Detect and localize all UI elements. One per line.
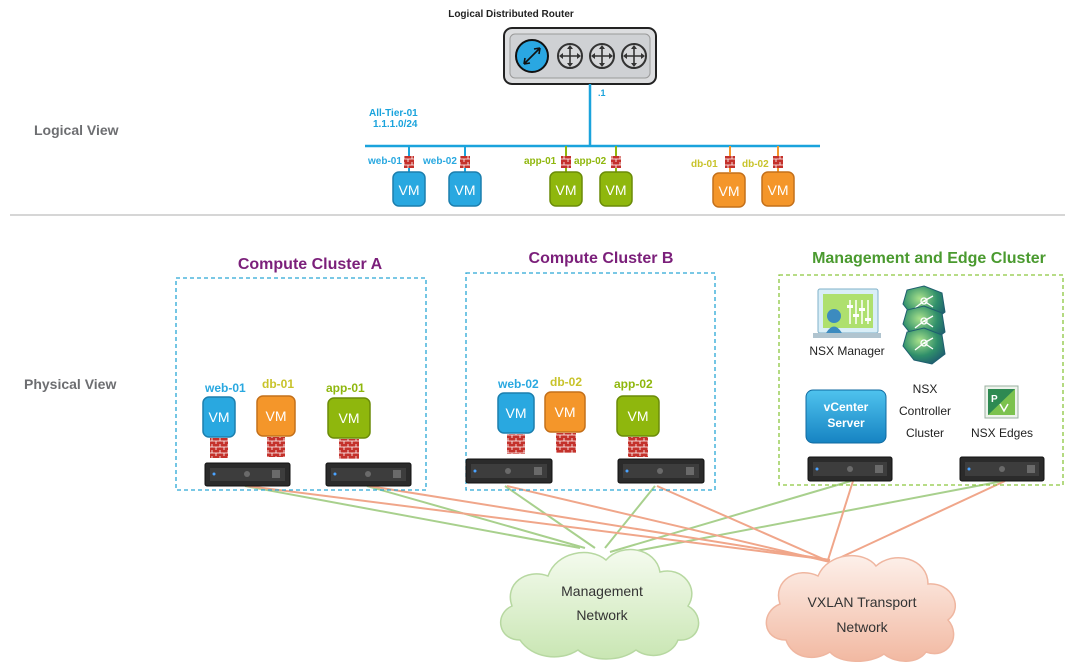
vm-app-01[interactable]: VM: [327, 397, 371, 439]
vm-label-db-02: db-02: [550, 375, 582, 389]
firewall-icon: [773, 156, 783, 168]
svg-text:VM: VM: [556, 182, 577, 198]
router-port-icon: [589, 43, 615, 69]
router-port-icon: [621, 43, 647, 69]
vm-label-app-01: app-01: [326, 381, 365, 395]
vm-label-db-01: db-01: [262, 377, 294, 391]
firewall-icon: [556, 433, 576, 453]
vxlan-network-label-2: Network: [836, 619, 888, 635]
firewall-icon: [339, 439, 359, 459]
svg-text:P: P: [991, 394, 998, 405]
management-network-links: [244, 480, 1004, 556]
vm-web-02[interactable]: VM: [497, 392, 535, 434]
nsx-controller-cluster-icon[interactable]: [902, 285, 946, 365]
physical-view-label: Physical View: [24, 376, 116, 392]
router-title: Logical Distributed Router: [448, 9, 574, 20]
vcenter-server-icon[interactable]: vCenter Server: [805, 389, 887, 444]
firewall-icon: [267, 437, 285, 457]
logical-vm-label-db-02: db-02: [742, 159, 769, 170]
router-port-icon: [557, 43, 583, 69]
logical-vm-label-web-02: web-02: [422, 156, 457, 167]
nsx-controller-label-2: Controller: [899, 404, 951, 418]
svg-text:VM: VM: [455, 182, 476, 198]
logical-vm-web-02[interactable]: VM: [448, 171, 482, 207]
svg-text:VM: VM: [506, 405, 527, 421]
vm-web-01[interactable]: VM: [202, 396, 236, 438]
management-network-label-2: Network: [576, 607, 628, 623]
logical-vm-web-01[interactable]: VM: [392, 171, 426, 207]
vm-db-02[interactable]: VM: [544, 391, 586, 433]
firewall-icon: [210, 438, 228, 458]
server-host-icon: [465, 458, 553, 484]
segment-name: All-Tier-01: [369, 108, 418, 119]
management-network-label-1: Management: [561, 583, 643, 599]
router-core-icon: [515, 39, 549, 73]
vxlan-transport-network-cloud[interactable]: VXLAN Transport Network: [765, 554, 957, 662]
compute-cluster-b-box: [465, 272, 716, 491]
vcenter-label-2: Server: [827, 416, 865, 430]
logical-vm-label-app-01: app-01: [524, 156, 557, 167]
compute-cluster-b-title: Compute Cluster B: [529, 250, 674, 267]
svg-text:VM: VM: [266, 408, 287, 424]
segment-cidr: 1.1.1.0/24: [373, 119, 418, 130]
nsx-edges-label: NSX Edges: [971, 426, 1033, 440]
vm-app-02[interactable]: VM: [616, 395, 660, 437]
svg-text:VM: VM: [628, 408, 649, 424]
logical-firewalls: [404, 156, 783, 168]
logical-view-label: Logical View: [34, 122, 119, 138]
svg-text:VM: VM: [768, 182, 789, 198]
compute-cluster-a-title: Compute Cluster A: [238, 256, 383, 273]
logical-vm-label-web-01: web-01: [367, 156, 402, 167]
svg-text:VM: VM: [399, 182, 420, 198]
svg-text:VM: VM: [719, 183, 740, 199]
management-network-cloud[interactable]: Management Network: [499, 548, 700, 660]
svg-text:VM: VM: [209, 409, 230, 425]
firewall-icon: [611, 156, 621, 168]
svg-text:VM: VM: [606, 182, 627, 198]
nsx-edge-icon[interactable]: P: [984, 385, 1019, 419]
vm-label-web-02: web-02: [497, 377, 539, 391]
server-host-icon: [617, 458, 705, 484]
server-host-icon: [807, 456, 893, 482]
mgmt-edge-cluster-title: Management and Edge Cluster: [812, 250, 1046, 267]
logical-vm-db-01[interactable]: VM: [712, 172, 746, 208]
logical-vm-app-02[interactable]: VM: [599, 171, 633, 207]
router-uplink-label: .1: [598, 88, 606, 98]
logical-vm-db-02[interactable]: VM: [761, 171, 795, 207]
logical-vm-label-db-01: db-01: [691, 159, 718, 170]
server-host-icon: [204, 462, 291, 487]
firewall-icon: [460, 156, 470, 168]
logical-vm-app-01[interactable]: VM: [549, 171, 583, 207]
firewall-icon: [628, 437, 648, 457]
svg-text:VM: VM: [555, 404, 576, 420]
nsx-manager-label: NSX Manager: [809, 344, 884, 358]
vxlan-network-label-1: VXLAN Transport: [808, 594, 917, 610]
firewall-icon: [725, 156, 735, 168]
nsx-controller-label-1: NSX: [913, 382, 938, 396]
vxlan-network-links: [246, 480, 1006, 563]
server-host-icon: [325, 462, 412, 487]
firewall-icon: [507, 434, 525, 454]
vm-db-01[interactable]: VM: [256, 395, 296, 437]
mgmt-edge-cluster-box: [778, 274, 1064, 486]
nsx-controller-label-3: Cluster: [906, 426, 944, 440]
controller-node-icon: [902, 327, 946, 365]
logical-vm-label-app-02: app-02: [574, 156, 607, 167]
logical-router[interactable]: [503, 27, 657, 85]
server-host-icon: [959, 456, 1045, 482]
vm-label-app-02: app-02: [614, 377, 653, 391]
vcenter-label-1: vCenter: [824, 400, 869, 414]
firewall-icon: [404, 156, 414, 168]
svg-text:VM: VM: [339, 410, 360, 426]
vm-label-web-01: web-01: [204, 381, 246, 395]
nsx-manager-icon[interactable]: [813, 288, 881, 338]
firewall-icon: [561, 156, 571, 168]
